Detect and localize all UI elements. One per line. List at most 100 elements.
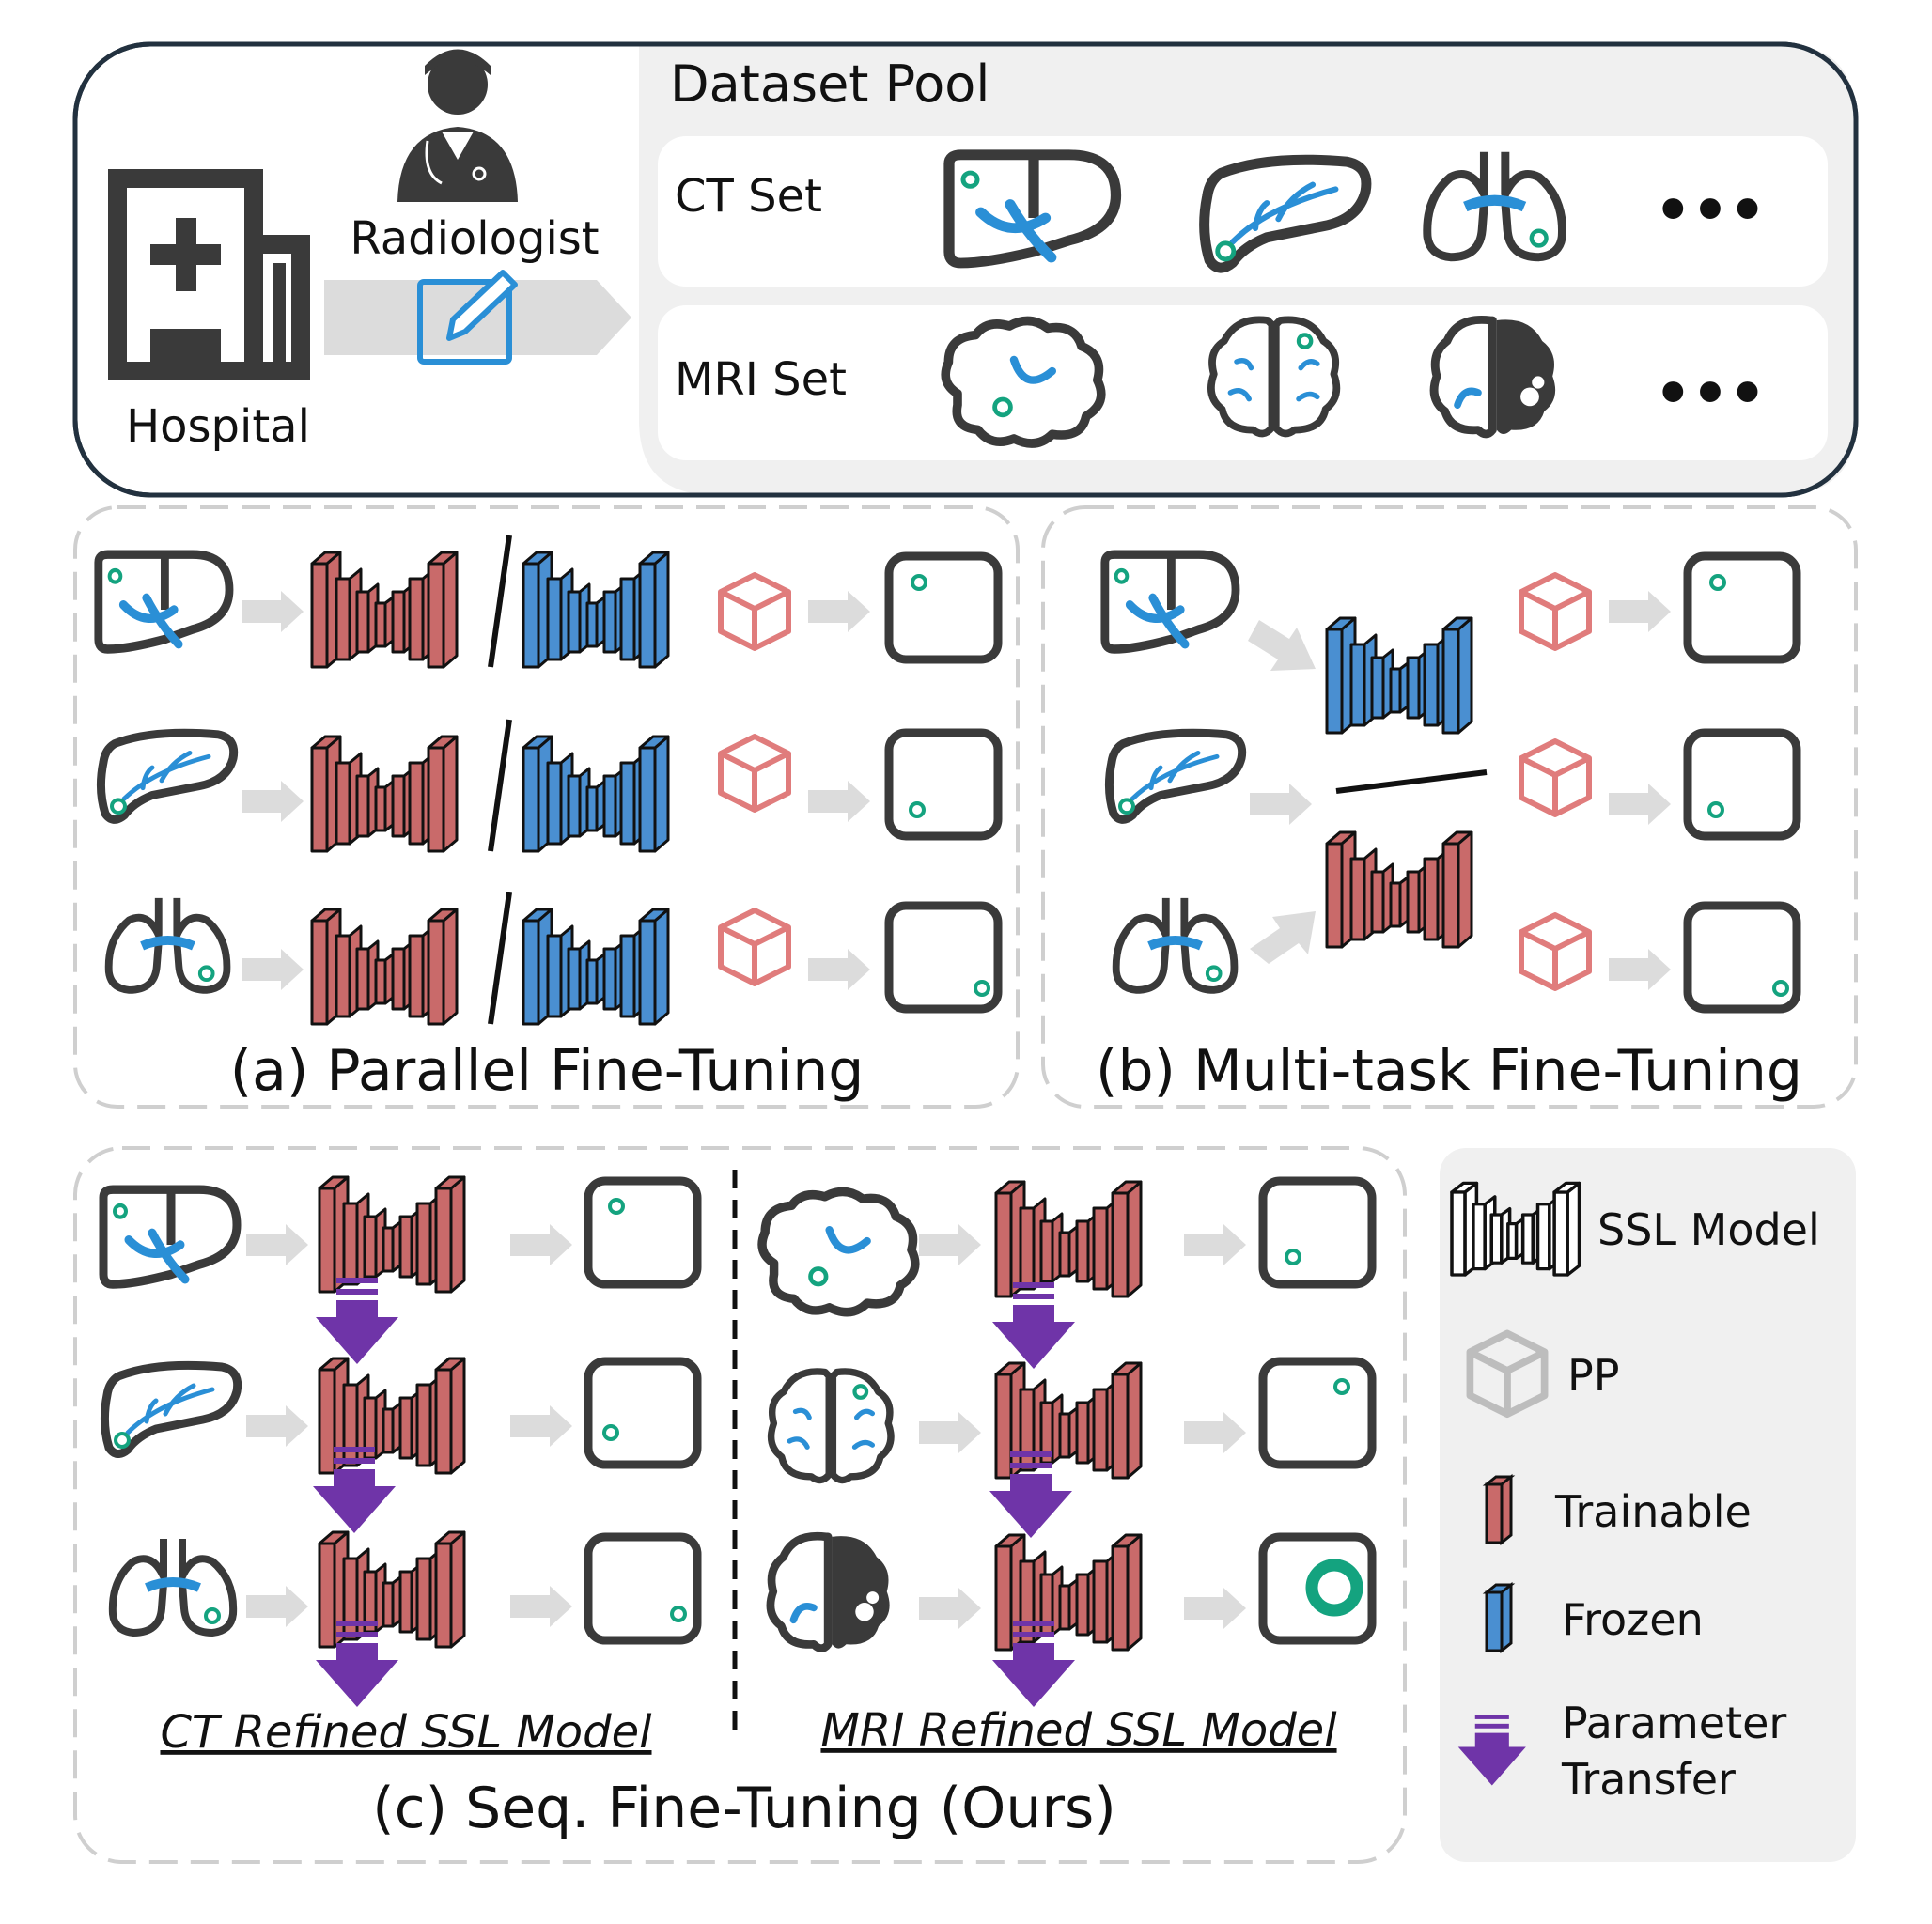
c-mri-trainable-model-2 [996,1363,1141,1478]
c-ct-lungs-icon [113,1539,233,1633]
legend-transfer-line1: Parameter [1562,1698,1786,1748]
panel-b-multitask: (b) Multi-task Fine-Tuning [1041,505,1858,1109]
c-title: (c) Seq. Fine-Tuning (Ours) [372,1776,1115,1841]
c-mri-brain-icon-1 [762,1191,915,1311]
a-flow-arrow [242,591,304,632]
b-pp-cube [1521,575,1589,648]
legend-frozen: Frozen [1562,1594,1704,1645]
a-or-divider [488,892,512,1025]
b-output-box [1688,733,1797,836]
c-ct-pancreas-icon [104,1365,237,1453]
hospital-icon [108,169,310,380]
b-frozen-model [1327,618,1472,733]
a-frozen-model [523,909,668,1024]
b-title: (b) Multi-task Fine-Tuning [1096,1038,1802,1104]
a-pp-cube [721,575,788,648]
top-section: Hospital Radiologist Dataset Pool CT Set… [72,41,1859,498]
b-flow-arrow [1250,911,1316,964]
c-ct-trainable-model-2 [319,1358,464,1473]
b-ct-liver-icon [1105,554,1236,649]
c-flow-arrow [246,1586,308,1627]
a-pp-cube [721,910,788,984]
b-trainable-model [1327,832,1472,947]
c-flow-arrow [919,1224,981,1265]
c-ct-trainable-model-3 [319,1532,464,1647]
a-target-dot [909,801,926,818]
a-trainable-model [312,552,457,667]
radiologist-icon [397,49,518,202]
b-output-box [1688,556,1797,659]
b-ct-pancreas-icon [1109,733,1241,819]
radiologist-label: Radiologist [350,212,599,265]
b-pp-cube [1521,741,1589,815]
a-flow-arrow [808,949,870,990]
edit-icon [417,270,518,365]
c-flow-arrow [246,1224,308,1265]
a-ct-liver-icon [99,554,229,649]
a-or-divider [488,535,512,668]
ct-set-row [658,136,1828,287]
a-pp-cube [721,737,788,810]
legend-trainable-icon [1482,1473,1516,1546]
a-flow-arrow [808,781,870,822]
a-frozen-model [523,737,668,851]
a-trainable-model [312,737,457,851]
c-target-dot [602,1424,619,1441]
a-frozen-model [523,552,668,667]
c-mri-brain-icon-2 [771,1372,891,1481]
a-ct-pancreas-icon [101,733,233,819]
c-flow-arrow [510,1586,572,1627]
b-or-divider [1335,769,1488,794]
c-ct-output-box [588,1181,697,1284]
a-flow-arrow [808,591,870,632]
b-flow-arrow [1248,620,1316,671]
a-output-box [889,733,998,836]
c-target-dot [1285,1249,1301,1265]
b-flow-arrow [1609,949,1671,990]
c-mri-caption: MRI Refined SSL Model [820,1704,1337,1757]
panel-c-sequential: CT Refined SSL Model MRI Refined SSL Mod… [73,1146,1407,1864]
legend-ssl-model: SSL Model [1597,1204,1820,1255]
b-target-dot [1707,801,1724,818]
c-flow-arrow [919,1588,981,1629]
a-trainable-model [312,909,457,1024]
a-or-divider [488,719,512,852]
legend-pp: PP [1567,1350,1619,1401]
ct-ellipsis: ••• [1655,176,1767,244]
c-ct-liver-icon [103,1189,237,1284]
c-flow-arrow [1184,1224,1246,1265]
b-target-dot [1709,574,1726,591]
c-mri-brain-icon-3 [771,1536,890,1648]
c-target-large [1305,1559,1363,1617]
a-ct-lungs-icon [109,898,227,990]
b-flow-arrow [1609,784,1671,825]
a-target-dot [974,980,990,997]
legend-frozen-icon [1482,1581,1516,1654]
b-target-dot [1772,980,1789,997]
legend-trainable: Trainable [1554,1486,1752,1537]
mri-set-label: MRI Set [675,353,847,406]
a-target-dot [911,574,927,591]
hospital-label: Hospital [126,400,310,453]
b-ct-lungs-icon [1116,898,1235,990]
a-output-box [889,556,998,659]
c-ct-trainable-model-1 [319,1177,464,1292]
ct-set-label: CT Set [675,170,822,223]
a-title: (a) Parallel Fine-Tuning [230,1038,865,1104]
pool-title: Dataset Pool [670,54,989,114]
b-pp-cube [1521,915,1589,988]
b-flow-arrow [1250,784,1312,825]
c-ct-output-box [588,1361,697,1465]
c-flow-arrow [510,1224,572,1265]
legend: SSL Model PP Trainable Frozen Parameter … [1440,1148,1856,1862]
c-target-dot [670,1606,687,1622]
c-mri-trainable-model-1 [996,1182,1141,1296]
legend-transfer-line2: Transfer [1561,1754,1736,1805]
b-flow-arrow [1609,591,1671,632]
mri-ellipsis: ••• [1655,359,1767,427]
c-target-dot [608,1198,625,1215]
c-flow-arrow [1184,1588,1246,1629]
c-ct-output-box [588,1537,697,1640]
a-flow-arrow [242,949,304,990]
a-flow-arrow [242,781,304,822]
